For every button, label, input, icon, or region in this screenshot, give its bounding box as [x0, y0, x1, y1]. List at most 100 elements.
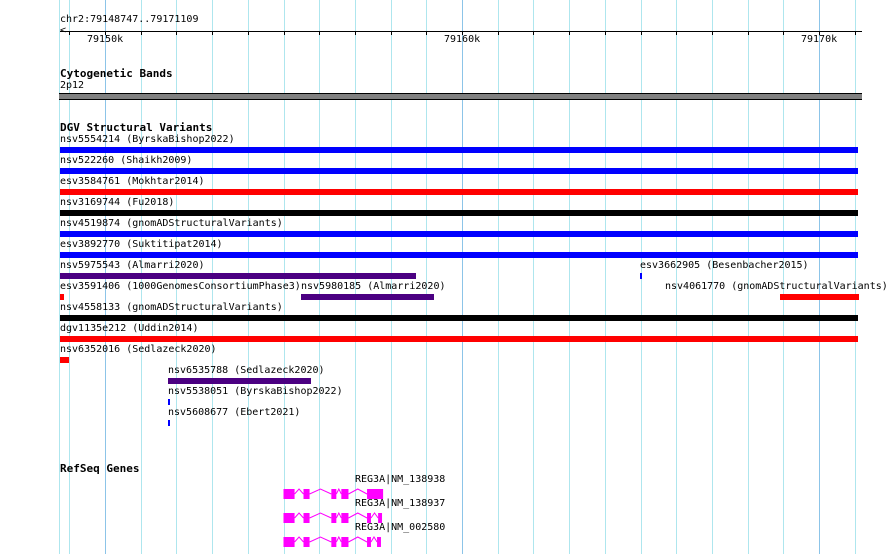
exon — [367, 489, 384, 499]
sv-feature-bar[interactable] — [60, 210, 858, 216]
transcript-label[interactable]: REG3A|NM_138938 — [355, 474, 446, 485]
intron — [309, 512, 332, 519]
intron — [294, 512, 304, 519]
intron — [294, 536, 304, 543]
feature-label[interactable]: nsv6352016 (Sedlazeck2020) — [60, 344, 217, 355]
exon — [341, 489, 349, 499]
exon — [377, 537, 381, 547]
sv-feature-bar[interactable] — [780, 294, 859, 300]
scroll-left-arrow-icon[interactable]: < — [60, 25, 67, 36]
ruler-tick — [819, 31, 820, 35]
ruler-tick — [248, 31, 249, 35]
sv-feature-bar[interactable] — [60, 315, 858, 321]
transcript-label[interactable]: REG3A|NM_138937 — [355, 498, 446, 509]
exon — [341, 537, 349, 547]
feature-label[interactable]: nsv5554214 (ByrskaBishop2022) — [60, 134, 235, 145]
feature-label[interactable]: nsv4061770 (gnomADStructuralVariants) — [665, 281, 888, 292]
feature-label[interactable]: nsv3169744 (Fu2018) — [60, 197, 175, 208]
ruler-tick — [712, 31, 713, 35]
ruler-tick — [855, 31, 856, 35]
ruler-tick — [176, 31, 177, 35]
dgv-track-title: DGV Structural Variants — [60, 121, 213, 134]
feature-label[interactable]: esv3591406 (1000GenomesConsortiumPhase3) — [60, 281, 301, 292]
ruler-tick — [141, 31, 142, 35]
ruler-tick — [426, 31, 427, 35]
ruler-tick — [284, 31, 285, 35]
grid-line — [748, 0, 749, 554]
exon — [331, 537, 337, 547]
ruler-label: 79170k — [801, 34, 838, 45]
exon — [331, 489, 337, 499]
sv-feature-bar[interactable] — [168, 420, 170, 426]
grid-line — [569, 0, 570, 554]
feature-label[interactable]: nsv4558133 (gnomADStructuralVariants) — [60, 302, 283, 313]
transcript-glyph[interactable] — [0, 536, 870, 548]
feature-label[interactable]: nsv6535788 (Sedlazeck2020) — [168, 365, 325, 376]
exon — [303, 513, 310, 523]
ruler-tick — [783, 31, 784, 35]
exon — [341, 513, 349, 523]
intron — [348, 536, 368, 543]
sv-feature-bar[interactable] — [640, 273, 642, 279]
sv-feature-bar[interactable] — [301, 294, 434, 300]
ruler-label: 79150k — [87, 34, 124, 45]
feature-label[interactable]: nsv522260 (Shaikh2009) — [60, 155, 193, 166]
feature-label[interactable]: nsv5538051 (ByrskaBishop2022) — [168, 386, 343, 397]
feature-label[interactable]: nsv5980185 (Almarri2020) — [301, 281, 446, 292]
exon — [283, 513, 295, 523]
exon — [303, 537, 310, 547]
sv-feature-bar[interactable] — [60, 357, 69, 363]
grid-line — [533, 0, 534, 554]
feature-label[interactable]: nsv5975543 (Almarri2020) — [60, 260, 205, 271]
ruler-tick — [462, 31, 463, 35]
feature-label[interactable]: nsv5608677 (Ebert2021) — [168, 407, 301, 418]
sv-feature-bar[interactable] — [60, 336, 858, 342]
sv-feature-bar[interactable] — [168, 399, 170, 405]
genes-track-title: RefSeq Genes — [60, 462, 140, 475]
intron — [335, 536, 342, 543]
ruler-tick — [641, 31, 642, 35]
intron — [294, 488, 304, 495]
ruler-tick — [533, 31, 534, 35]
sv-feature-bar[interactable] — [60, 252, 858, 258]
sv-feature-bar[interactable] — [60, 168, 858, 174]
ruler-tick — [69, 31, 70, 35]
ruler-tick — [569, 31, 570, 35]
feature-label[interactable]: nsv4519874 (gnomADStructuralVariants) — [60, 218, 283, 229]
feature-label[interactable]: dgv1135e212 (Uddin2014) — [60, 323, 199, 334]
location-label: chr2:79148747..79171109 — [60, 14, 199, 25]
transcript-glyph[interactable] — [0, 488, 870, 500]
intron — [348, 512, 368, 519]
feature-label[interactable]: esv3584761 (Mokhtar2014) — [60, 176, 205, 187]
sv-feature-bar[interactable] — [60, 294, 64, 300]
sv-feature-bar[interactable] — [60, 231, 858, 237]
ruler-tick — [391, 31, 392, 35]
ruler-axis[interactable] — [60, 31, 862, 32]
transcript-label[interactable]: REG3A|NM_002580 — [355, 522, 446, 533]
cyto-band[interactable] — [59, 93, 862, 100]
exon — [283, 537, 295, 547]
ruler-tick — [676, 31, 677, 35]
transcript-glyph[interactable] — [0, 512, 870, 524]
cyto-band-label: 2p12 — [60, 80, 85, 91]
sv-feature-bar[interactable] — [60, 273, 416, 279]
ruler-tick — [212, 31, 213, 35]
grid-line — [59, 0, 60, 554]
sv-feature-bar[interactable] — [60, 147, 858, 153]
grid-line — [855, 0, 856, 554]
sv-feature-bar[interactable] — [168, 378, 311, 384]
feature-label[interactable]: esv3662905 (Besenbacher2015) — [640, 260, 809, 271]
exon — [303, 489, 310, 499]
intron — [309, 488, 332, 495]
grid-line — [819, 0, 820, 554]
feature-label[interactable]: esv3892770 (Suktitipat2014) — [60, 239, 223, 250]
grid-line — [605, 0, 606, 554]
exon — [378, 513, 383, 523]
grid-line — [676, 0, 677, 554]
ruler-tick — [319, 31, 320, 35]
sv-feature-bar[interactable] — [60, 189, 858, 195]
ruler-tick — [498, 31, 499, 35]
grid-line — [498, 0, 499, 554]
exon — [367, 537, 371, 547]
ruler-tick — [355, 31, 356, 35]
